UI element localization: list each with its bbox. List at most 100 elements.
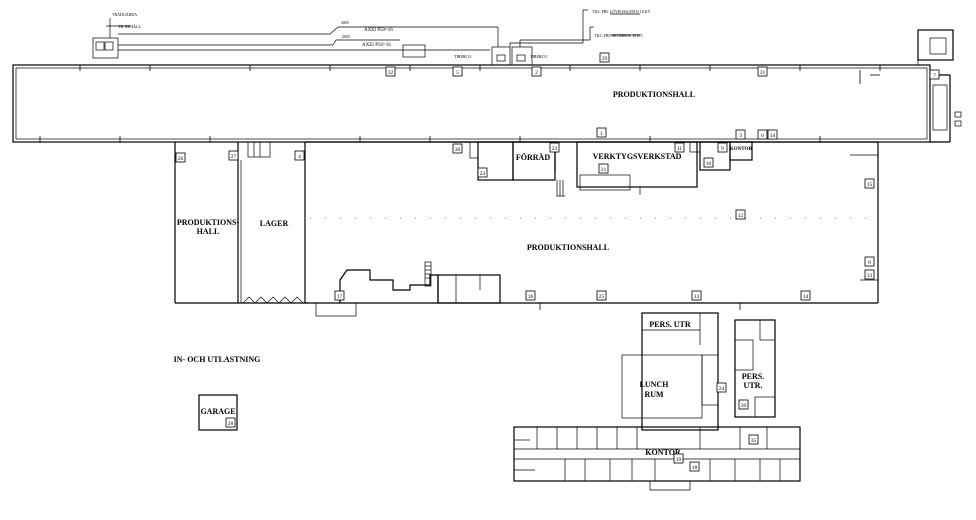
marker: 19: [673, 453, 684, 464]
marker: 2: [531, 66, 542, 77]
svg-text:1: 1: [600, 131, 603, 137]
marker: 13: [691, 290, 702, 301]
annotation-axei-a: AXEI P50=16: [364, 28, 393, 33]
label-lunch-2: RUM: [644, 390, 664, 399]
label-produktionshall-left-1: PRODUKTIONS-: [177, 218, 240, 227]
svg-text:10: 10: [706, 161, 712, 167]
svg-text:19: 19: [676, 457, 682, 463]
svg-text:15: 15: [867, 182, 873, 188]
label-garage: GARAGE: [200, 407, 235, 416]
annotation-tradgarda: TRÅDGÅRDA: [112, 12, 137, 17]
svg-text:21: 21: [601, 167, 607, 173]
marker: 7: [929, 69, 940, 80]
marker: 28: [225, 417, 236, 428]
svg-text:32: 32: [388, 70, 394, 76]
svg-text:5: 5: [456, 70, 459, 76]
marker: 4: [294, 150, 305, 161]
svg-text:7: 7: [933, 73, 936, 79]
electrical-lines: [92, 9, 640, 66]
workshop-walls: [469, 141, 753, 197]
marker: 26: [175, 152, 186, 163]
marker: 11: [674, 142, 685, 153]
svg-text:23: 23: [480, 171, 486, 177]
top-right-cabinet: [917, 29, 954, 65]
svg-text:9: 9: [721, 146, 724, 152]
staff-block-walls: [621, 312, 776, 431]
label-in-och-utlastning: IN- OCH UTLASTNING: [174, 355, 261, 364]
annotation-tiberco-b: TIBERCO.: [530, 54, 548, 59]
marker: 14: [800, 290, 811, 301]
marker: 6: [757, 129, 768, 140]
svg-text:13: 13: [694, 294, 700, 300]
label-pers-utr-right-1: PERS.: [742, 372, 764, 381]
svg-text:27: 27: [231, 154, 237, 160]
annotation-tiberco-a: TIBERCO.: [454, 54, 472, 59]
svg-text:8: 8: [868, 260, 871, 266]
marker: 35: [748, 434, 759, 445]
marker: 3: [735, 129, 746, 140]
svg-text:22: 22: [552, 146, 558, 152]
label-lager: LAGER: [260, 219, 289, 228]
marker: 30: [452, 143, 463, 154]
svg-text:3: 3: [739, 133, 742, 139]
marker: 29: [599, 52, 610, 63]
room-labels: PRODUKTIONSHALL PRODUKTIONSHALL PRODUKTI…: [174, 90, 765, 457]
south-hall-lower-rooms: [315, 261, 501, 317]
marker: 27: [228, 150, 239, 161]
svg-text:24: 24: [719, 386, 725, 392]
marker: 32: [385, 66, 396, 77]
marker: 22: [549, 142, 560, 153]
svg-text:2: 2: [535, 70, 538, 76]
marker: 33: [864, 269, 875, 280]
west-block-walls: [150, 141, 308, 304]
label-produktionshall-main: PRODUKTIONSHALL: [527, 243, 609, 252]
marker: 21: [598, 163, 609, 174]
svg-text:29: 29: [602, 56, 608, 62]
marker: 12: [735, 209, 746, 220]
garage-walls: [198, 394, 238, 431]
annotation-tr-behall: TR. BEHÅLL: [118, 24, 141, 29]
annotation-fbl-skombol: TILL FBL SKOMBOL 18 KV: [594, 33, 643, 38]
svg-text:4: 4: [298, 154, 301, 160]
marker: 10: [703, 157, 714, 168]
svg-text:26: 26: [178, 156, 184, 162]
label-pers-utr-right-2: UTR.: [744, 381, 763, 390]
marker: 15: [864, 178, 875, 189]
marker: 16: [525, 290, 536, 301]
marker: 34: [767, 129, 778, 140]
marker: 8: [864, 256, 875, 267]
svg-text:18: 18: [692, 465, 698, 471]
marker: 25: [596, 290, 607, 301]
annotation-axei-b: AXEI P50=16: [362, 43, 391, 48]
label-kontor: KONTOR: [645, 448, 681, 457]
marker: 5: [452, 66, 463, 77]
label-lunch-1: LUNCH: [640, 380, 670, 389]
south-hall-walls: [305, 141, 879, 304]
label-pers-utr-top: PERS. UTR: [649, 320, 691, 329]
marker: 17: [334, 290, 345, 301]
svg-text:16: 16: [528, 294, 534, 300]
svg-text:31: 31: [760, 70, 766, 76]
annotation-2005-b: 2005: [342, 34, 350, 39]
north-hall-walls: [12, 64, 962, 143]
svg-text:17: 17: [337, 294, 343, 300]
label-produktionshall-top: PRODUKTIONSHALL: [613, 90, 695, 99]
svg-text:6: 6: [761, 133, 764, 139]
marker: 9: [717, 142, 728, 153]
wall-ticks: [39, 65, 881, 310]
annotation-fbl-lovegsgatan: TILL FBL LÖVEGSGATAN 18 KV: [592, 9, 651, 14]
marker: 20: [738, 399, 749, 410]
svg-text:11: 11: [677, 146, 683, 152]
svg-text:33: 33: [867, 273, 873, 279]
svg-text:14: 14: [803, 294, 809, 300]
marker: 1: [596, 127, 607, 138]
label-forrad: FÖRRÅD: [516, 153, 550, 162]
label-kontor-small: KONTOR: [730, 147, 753, 152]
marker: 24: [716, 382, 727, 393]
label-verktygsverkstad: VERKTYGSVERKSTAD: [593, 152, 682, 161]
annotations: TRÅDGÅRDA TR. BEHÅLL 2005 2005 AXEI P50=…: [112, 9, 651, 59]
marker: 23: [477, 167, 488, 178]
svg-text:34: 34: [770, 133, 776, 139]
